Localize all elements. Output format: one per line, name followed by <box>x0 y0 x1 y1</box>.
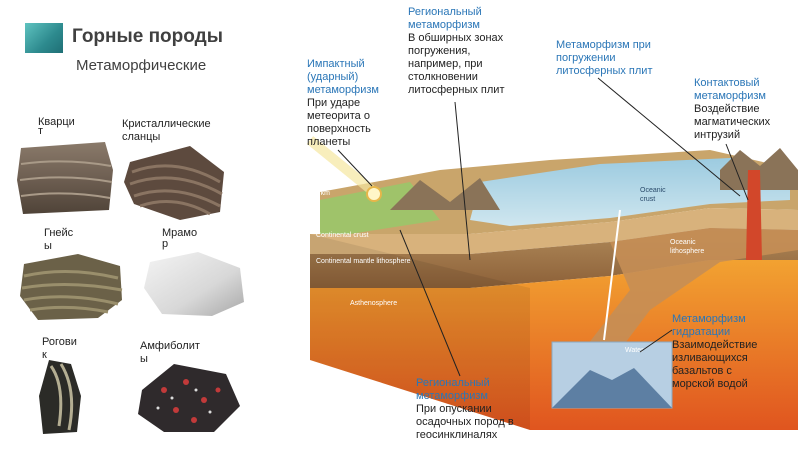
page-subtitle: Метаморфические <box>76 57 207 74</box>
plate-tectonics-diagram <box>306 136 798 430</box>
asthenosphere-label: Asthenosphere <box>350 300 398 307</box>
mantle-lithosphere-label: Continental mantle lithosphere <box>316 258 411 265</box>
depth-tick-0: 0 <box>304 209 308 216</box>
depth-tick-35: 35 <box>301 234 309 241</box>
continental-crust-label: Continental crust <box>316 232 369 239</box>
water-label: Water <box>625 347 644 354</box>
title-accent-block <box>25 23 63 53</box>
quartzite-image <box>17 142 113 214</box>
schist-image <box>124 146 224 220</box>
gneiss-image <box>20 254 123 320</box>
depth-tick-75: 75 <box>301 262 309 269</box>
page-title: Горные породы <box>72 26 223 47</box>
marble-image <box>144 252 244 316</box>
hornfels-image <box>39 360 81 434</box>
amphibolite-image <box>138 364 240 432</box>
depth-label: Depth, km <box>298 190 330 197</box>
